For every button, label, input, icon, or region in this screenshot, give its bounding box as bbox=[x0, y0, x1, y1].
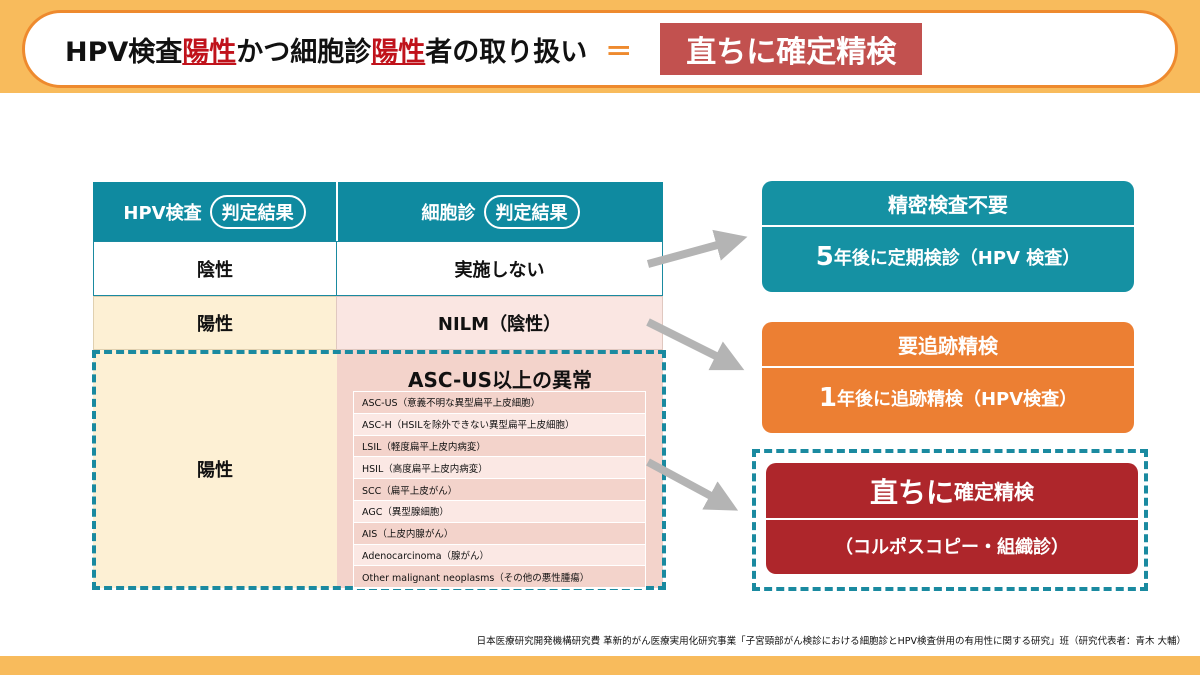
equals-sign: ＝ bbox=[605, 36, 633, 68]
row2-hpv: 陽性 bbox=[93, 296, 337, 350]
credit-note: 日本医療研究開発機構研究費 革新的がん医療実用化研究事業「子宮頸部がん検診におけ… bbox=[476, 636, 1186, 647]
title-badge: 直ちに確定精検 bbox=[660, 23, 923, 75]
title-positive: 陽性 bbox=[371, 36, 426, 68]
outcome-title-big: 直ちに bbox=[869, 475, 954, 509]
list-item: Other malignant neoplasms（その他の悪性腫瘍） bbox=[354, 566, 645, 588]
list-item: Adenocarcinoma（腺がん） bbox=[354, 544, 645, 566]
outcome-years: 1 bbox=[818, 383, 837, 413]
title-positive: 陽性 bbox=[182, 36, 237, 68]
outcome-years: 5 bbox=[815, 242, 834, 272]
header-oval: 判定結果 bbox=[209, 194, 306, 229]
title-text: 者の取り扱い bbox=[425, 36, 588, 68]
row1-hpv: 陰性 bbox=[93, 241, 337, 296]
header-label: 細胞診 bbox=[421, 202, 476, 224]
header-cytology: 細胞診判定結果 bbox=[338, 182, 663, 241]
arrow-icon bbox=[646, 458, 739, 511]
header-hpv: HPV検査判定結果 bbox=[93, 182, 336, 241]
header-oval: 判定結果 bbox=[483, 194, 580, 229]
page-title: HPV検査陽性かつ細胞診陽性者の取り扱い＝直ちに確定精検 bbox=[22, 10, 1178, 88]
row2-cytology: NILM（陰性） bbox=[336, 296, 663, 350]
bottom-band bbox=[0, 656, 1200, 675]
outcome-title: 精密検査不要 bbox=[762, 181, 1134, 227]
outcome-text: 年後に定期検診（HPV 検査） bbox=[833, 248, 1081, 269]
list-item: ASC-H（HSILを除外できない異型扁平上皮細胞） bbox=[354, 413, 645, 435]
list-item: SCC（扁平上皮がん） bbox=[354, 479, 645, 500]
list-item: HSIL（高度扁平上皮内病変） bbox=[354, 457, 645, 479]
outcome-title-small: 確定精検 bbox=[954, 480, 1034, 504]
outcome-title: 直ちに確定精検 bbox=[766, 463, 1138, 520]
list-item: AGC（異型腺細胞） bbox=[354, 500, 645, 522]
header-label: HPV検査 bbox=[123, 202, 202, 224]
outcome-title: 要追跡精検 bbox=[762, 322, 1134, 368]
abnormal-list: ASC-US（意義不明な異型扁平上皮細胞） ASC-H（HSILを除外できない異… bbox=[353, 391, 646, 590]
title-text: かつ細胞診 bbox=[236, 36, 372, 68]
outcome-body: （コルポスコピー・組織診） bbox=[835, 537, 1069, 558]
list-item: ASC-US（意義不明な異型扁平上皮細胞） bbox=[354, 392, 645, 413]
list-item: AIS（上皮内腺がん） bbox=[354, 522, 645, 544]
arrow-icon bbox=[646, 229, 748, 268]
outcome-immediate: 直ちに確定精検 （コルポスコピー・組織診） bbox=[766, 463, 1138, 574]
list-item: LSIL（軽度扁平上皮内病変） bbox=[354, 435, 645, 457]
dashed-highlight bbox=[752, 449, 1148, 591]
outcome-text: 年後に追跡精検（HPV検査） bbox=[836, 389, 1078, 410]
arrow-icon bbox=[646, 318, 745, 371]
row1-cytology: 実施しない bbox=[336, 241, 663, 296]
title-text: HPV検査 bbox=[65, 36, 183, 68]
row3-hpv: 陽性 bbox=[93, 350, 337, 588]
